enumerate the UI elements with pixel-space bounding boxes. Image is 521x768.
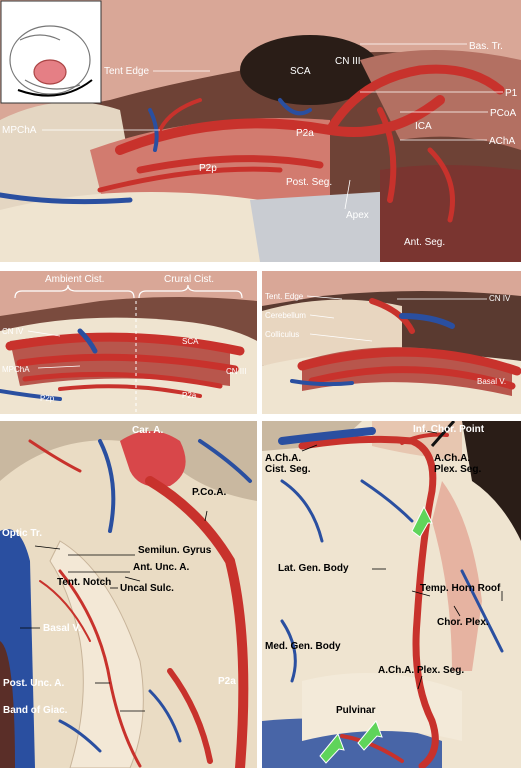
label-post-seg: Post. Seg.	[286, 177, 333, 188]
label-ant-unc-a: Ant. Unc. A.	[133, 562, 190, 573]
photo-panel-d: Car. A. P.Co.A. Optic Tr. Semilun. Gyrus…	[0, 421, 257, 768]
label-optic-tr: Optic Tr.	[2, 528, 43, 539]
label-p2a: P2a	[218, 676, 236, 687]
label-acha-plex-seg-bottom: A.Ch.A. Plex. Seg.	[378, 665, 465, 676]
label-acha: AChA	[489, 136, 516, 147]
label-ant-seg: Ant. Seg.	[404, 237, 446, 248]
label-sca: SCA	[182, 337, 199, 346]
label-acha-cist-seg: A.Ch.A. Cist. Seg.	[265, 453, 311, 475]
label-tent-edge: Tent. Edge	[265, 292, 304, 301]
orientation-inset	[9, 25, 93, 97]
label-med-gen-body: Med. Gen. Body	[265, 641, 341, 652]
label-cn3: CN III	[335, 56, 361, 67]
label-ambient-cist: Ambient Cist.	[45, 274, 105, 285]
label-bas-tr: Bas. Tr.	[469, 41, 503, 52]
label-pcoa: P.Co.A.	[192, 487, 227, 498]
label-semilun-gyrus: Semilun. Gyrus	[138, 545, 212, 556]
label-p2p: P2p	[40, 394, 55, 403]
label-p2a: P2a	[182, 391, 197, 400]
photo-panel-b: Ambient Cist. Crural Cist. CN IV SCA MPC…	[0, 271, 257, 414]
label-car-a: Car. A.	[132, 425, 164, 436]
label-sca: SCA	[290, 66, 311, 77]
label-tent-edge: Tent Edge	[104, 66, 150, 77]
panel-c-photo	[262, 271, 521, 414]
label-uncal-sulc: Uncal Sulc.	[120, 583, 174, 594]
label-tent-notch: Tent. Notch	[57, 577, 112, 588]
label-apex: Apex	[346, 210, 369, 221]
label-pcoa: PCoA	[490, 108, 517, 119]
label-pulvinar: Pulvinar	[336, 705, 376, 716]
panel-b-photo	[0, 271, 257, 414]
label-basal-v: Basal V.	[43, 623, 81, 634]
label-p2a: P2a	[296, 128, 314, 139]
photo-panel-c: Tent. Edge CN IV Cerebellum Colliculus B…	[262, 271, 521, 414]
label-cerebellum: Cerebellum	[265, 311, 306, 320]
label-basal-v: Basal V.	[477, 377, 507, 386]
panel-d-photo	[0, 421, 257, 768]
label-post-unc-a: Post. Unc. A.	[3, 678, 65, 689]
label-ica: ICA	[415, 121, 432, 132]
label-lat-gen-body: Lat. Gen. Body	[278, 563, 349, 574]
label-p2p: P2p	[199, 163, 217, 174]
label-cn3: CN III	[226, 367, 247, 376]
label-crural-cist: Crural Cist.	[164, 274, 215, 285]
label-cn4: CN IV	[489, 294, 511, 303]
label-colliculus: Colliculus	[265, 330, 300, 339]
label-inf-chor-point: Inf. Chor. Point	[413, 424, 485, 435]
label-temp-horn-roof: Temp. Horn Roof	[420, 583, 501, 594]
panel-a-leader-lines	[42, 43, 503, 210]
label-p1: P1	[505, 88, 518, 99]
green-arrow-icon	[319, 505, 433, 764]
label-acha-plex-seg-top: A.Ch.A. Plex. Seg.	[434, 453, 482, 475]
photo-panel-e: Inf. Chor. Point A.Ch.A. Cist. Seg. A.Ch…	[262, 421, 521, 768]
photo-panel-a: Tent Edge SCA CN III Bas. Tr. P1 PCoA MP…	[0, 0, 521, 262]
label-mpcha: MPChA	[2, 365, 30, 374]
label-mpcha: MPChA	[2, 125, 37, 136]
label-cn4: CN IV	[2, 327, 24, 336]
label-band-of-giac: Band of Giac.	[3, 705, 68, 716]
panel-e-photo	[262, 421, 521, 768]
label-chor-plex: Chor. Plex.	[437, 617, 489, 628]
